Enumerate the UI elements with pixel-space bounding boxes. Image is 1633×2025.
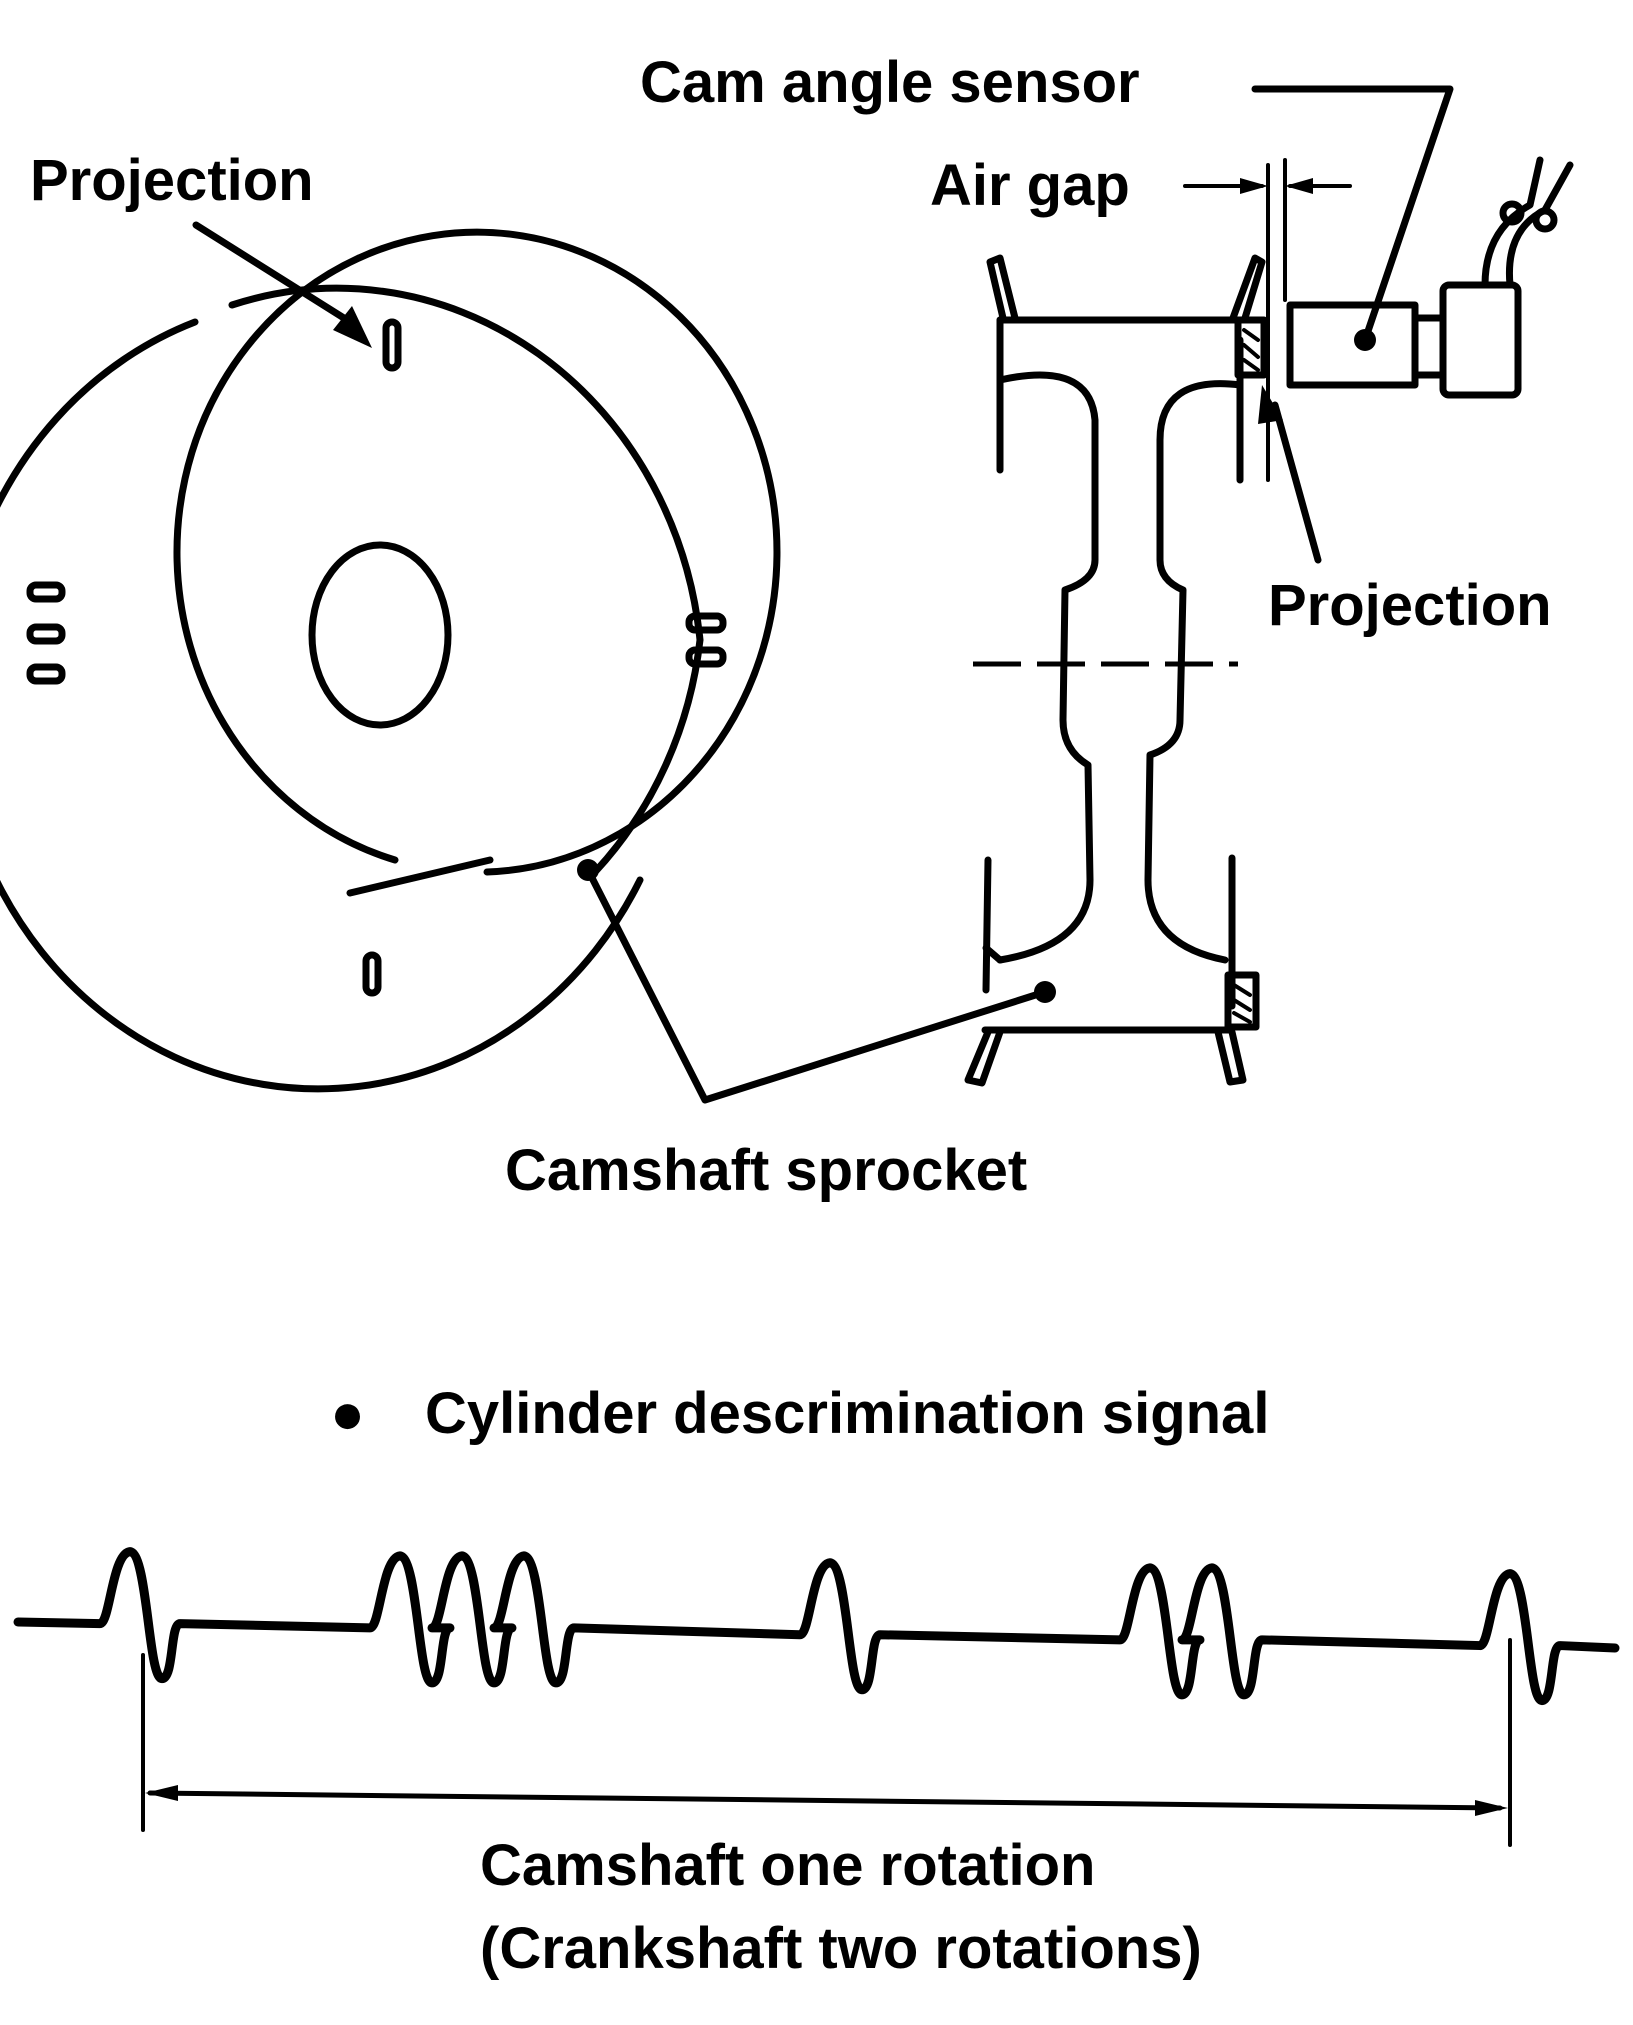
projection-top	[382, 318, 402, 372]
sprocket-side-view	[964, 254, 1268, 1087]
signal-waveform	[13, 1547, 1620, 1706]
sensor-body	[1286, 301, 1419, 389]
label-projection-front: Projection	[30, 148, 314, 213]
signal-bullet-icon: ●	[330, 1381, 365, 1446]
cam-angle-sensor-leader	[1251, 85, 1454, 344]
rotation-arrowhead-right	[1475, 1800, 1508, 1816]
camshaft-sprocket-leader	[584, 866, 1049, 1104]
cable-loop-1	[1499, 200, 1525, 226]
label-rotation-line1: Camshaft one rotation	[480, 1833, 1096, 1898]
rotation-dimension-line	[147, 1790, 1503, 1811]
projection-bottom	[362, 951, 382, 997]
projection-right-1	[685, 612, 727, 634]
projection-side-leader	[1271, 401, 1322, 564]
sprocket-inner-ring	[173, 228, 781, 876]
projection-front-arrowhead	[333, 306, 372, 348]
rotation-arrowhead-left	[145, 1785, 178, 1801]
sprocket-front-view: Projection	[0, 148, 781, 1093]
side-web-left	[996, 371, 1099, 964]
projection-side-arrowhead	[1258, 385, 1283, 424]
cylinder-signal-section: ● Cylinder descrimination signal Camshaf…	[13, 1381, 1620, 1981]
side-tooth-bottom-left	[964, 1028, 1004, 1087]
projection-front-leader	[192, 221, 359, 329]
side-left-join	[982, 944, 1004, 964]
side-projection-top-hatch	[1242, 328, 1260, 372]
side-projection-top	[1234, 316, 1268, 379]
side-projection-bottom-hatch	[1232, 983, 1252, 1024]
side-left-lower	[982, 856, 992, 994]
sprocket-outer-rim-top	[228, 284, 704, 876]
sprocket-hub	[308, 541, 452, 729]
sensor-neck	[1411, 314, 1447, 379]
projection-left-3	[26, 663, 66, 685]
cam-angle-sensor: Cam angle sensor Air gap Projection	[640, 50, 1574, 638]
sprocket-outer-rim	[0, 318, 644, 1093]
side-projection-bottom	[1224, 971, 1260, 1031]
label-air-gap: Air gap	[930, 153, 1130, 218]
side-tooth-top-left	[986, 254, 1019, 322]
camshaft-sprocket-callout: Camshaft sprocket	[505, 859, 1049, 1203]
label-signal-title: Cylinder descrimination signal	[425, 1381, 1269, 1446]
label-projection-side: Projection	[1268, 573, 1552, 638]
projection-right-2	[685, 646, 727, 668]
label-cam-angle-sensor: Cam angle sensor	[640, 50, 1140, 115]
air-gap-arrowhead-right	[1285, 178, 1313, 194]
label-rotation-line2: (Crankshaft two rotations)	[480, 1916, 1202, 1981]
cable-loop-2	[1532, 207, 1558, 233]
side-tooth-top-right	[1229, 254, 1266, 322]
sprocket-ring-break	[346, 856, 494, 897]
side-web-right	[1144, 380, 1244, 964]
projection-left-2	[26, 623, 66, 645]
projection-left-1	[26, 581, 66, 603]
label-camshaft-sprocket: Camshaft sprocket	[505, 1138, 1027, 1203]
sensor-connector	[1439, 281, 1522, 399]
air-gap-arrowhead-left	[1240, 178, 1268, 194]
sensor-cable-1	[1481, 156, 1544, 289]
side-tooth-bottom-right	[1214, 1028, 1247, 1086]
